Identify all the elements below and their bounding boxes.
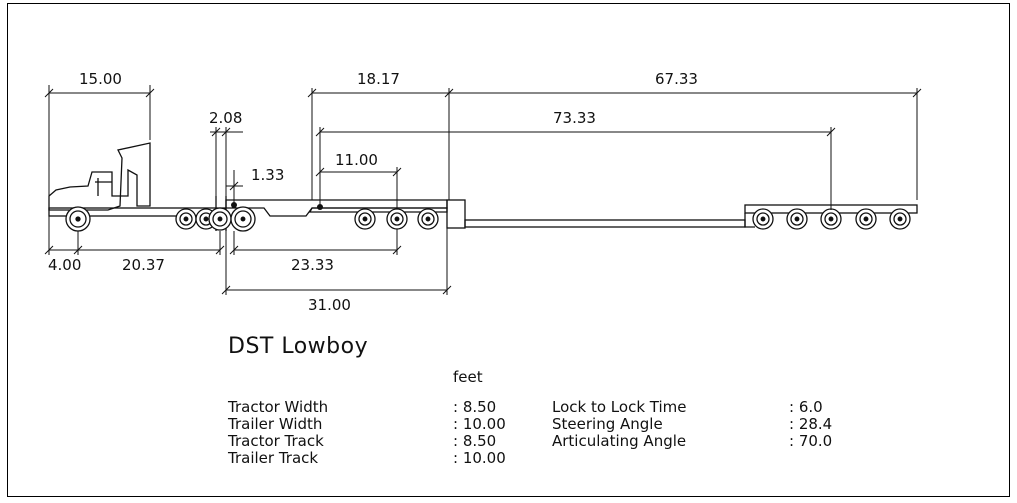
dolly-wheel-1	[752, 208, 774, 230]
trailer-wheel-3	[417, 208, 439, 230]
spec-label: Articulating Angle	[552, 432, 686, 450]
spec-value: : 6.0	[789, 398, 823, 416]
dolly-wheel-2	[786, 208, 808, 230]
dimension-labels: 15.00 18.17 67.33 73.33 2.08 1.33 11.00 …	[48, 70, 698, 314]
spec-label: Tractor Track	[227, 432, 324, 450]
dim-dolly-wheelbase: 73.33	[553, 109, 596, 127]
dim-fifth-wheel-offset: 1.33	[251, 166, 284, 184]
dolly-wheel-5	[889, 208, 911, 230]
dim-gooseneck-length: 18.17	[357, 70, 400, 88]
spec-value: : 70.0	[789, 432, 832, 450]
vehicle-title: DST Lowboy	[228, 334, 368, 359]
trailer-wheel-2	[386, 208, 408, 230]
hitch-points	[231, 202, 323, 210]
dim-front-overhang: 4.00	[48, 256, 81, 274]
tractor-steer-wheel	[65, 206, 91, 232]
spec-value: : 8.50	[453, 398, 496, 416]
dim-wheelbase: 20.37	[122, 256, 165, 274]
dimension-lines	[44, 85, 922, 295]
trailer-wheel-1	[354, 208, 376, 230]
dim-deck-length: 31.00	[308, 296, 351, 314]
dim-tractor-length: 15.00	[79, 70, 122, 88]
dolly-wheel-3	[820, 208, 842, 230]
spec-value: : 10.00	[453, 415, 506, 433]
spec-label: Steering Angle	[552, 415, 663, 433]
dolly-wheel-4	[855, 208, 877, 230]
spec-label: Trailer Width	[227, 415, 322, 433]
spec-value: : 10.00	[453, 449, 506, 467]
dim-trailer-axle-spacing: 11.00	[335, 151, 378, 169]
rear-dolly-hitch	[744, 213, 755, 228]
spec-value: : 8.50	[453, 432, 496, 450]
dim-trailer-wheelbase: 23.33	[291, 256, 334, 274]
jeep-wheel-1	[208, 207, 232, 231]
gooseneck-block	[446, 199, 466, 229]
units-label: feet	[453, 368, 483, 386]
lowboy-beam	[464, 219, 746, 228]
tractor-drive-wheel-1	[175, 208, 197, 230]
spec-value: : 28.4	[789, 415, 832, 433]
spec-label: Trailer Track	[227, 449, 318, 467]
dim-kingpin-offset: 2.08	[209, 109, 242, 127]
tractor-cab-shape	[48, 142, 151, 211]
spec-table-right: Lock to Lock Time Steering Angle Articul…	[552, 398, 832, 450]
spec-table-left: Tractor Width Trailer Width Tractor Trac…	[227, 398, 506, 467]
jeep-wheel-2	[230, 206, 256, 232]
dim-dolly-length: 67.33	[655, 70, 698, 88]
spec-label: Lock to Lock Time	[552, 398, 686, 416]
spec-label: Tractor Width	[227, 398, 328, 416]
